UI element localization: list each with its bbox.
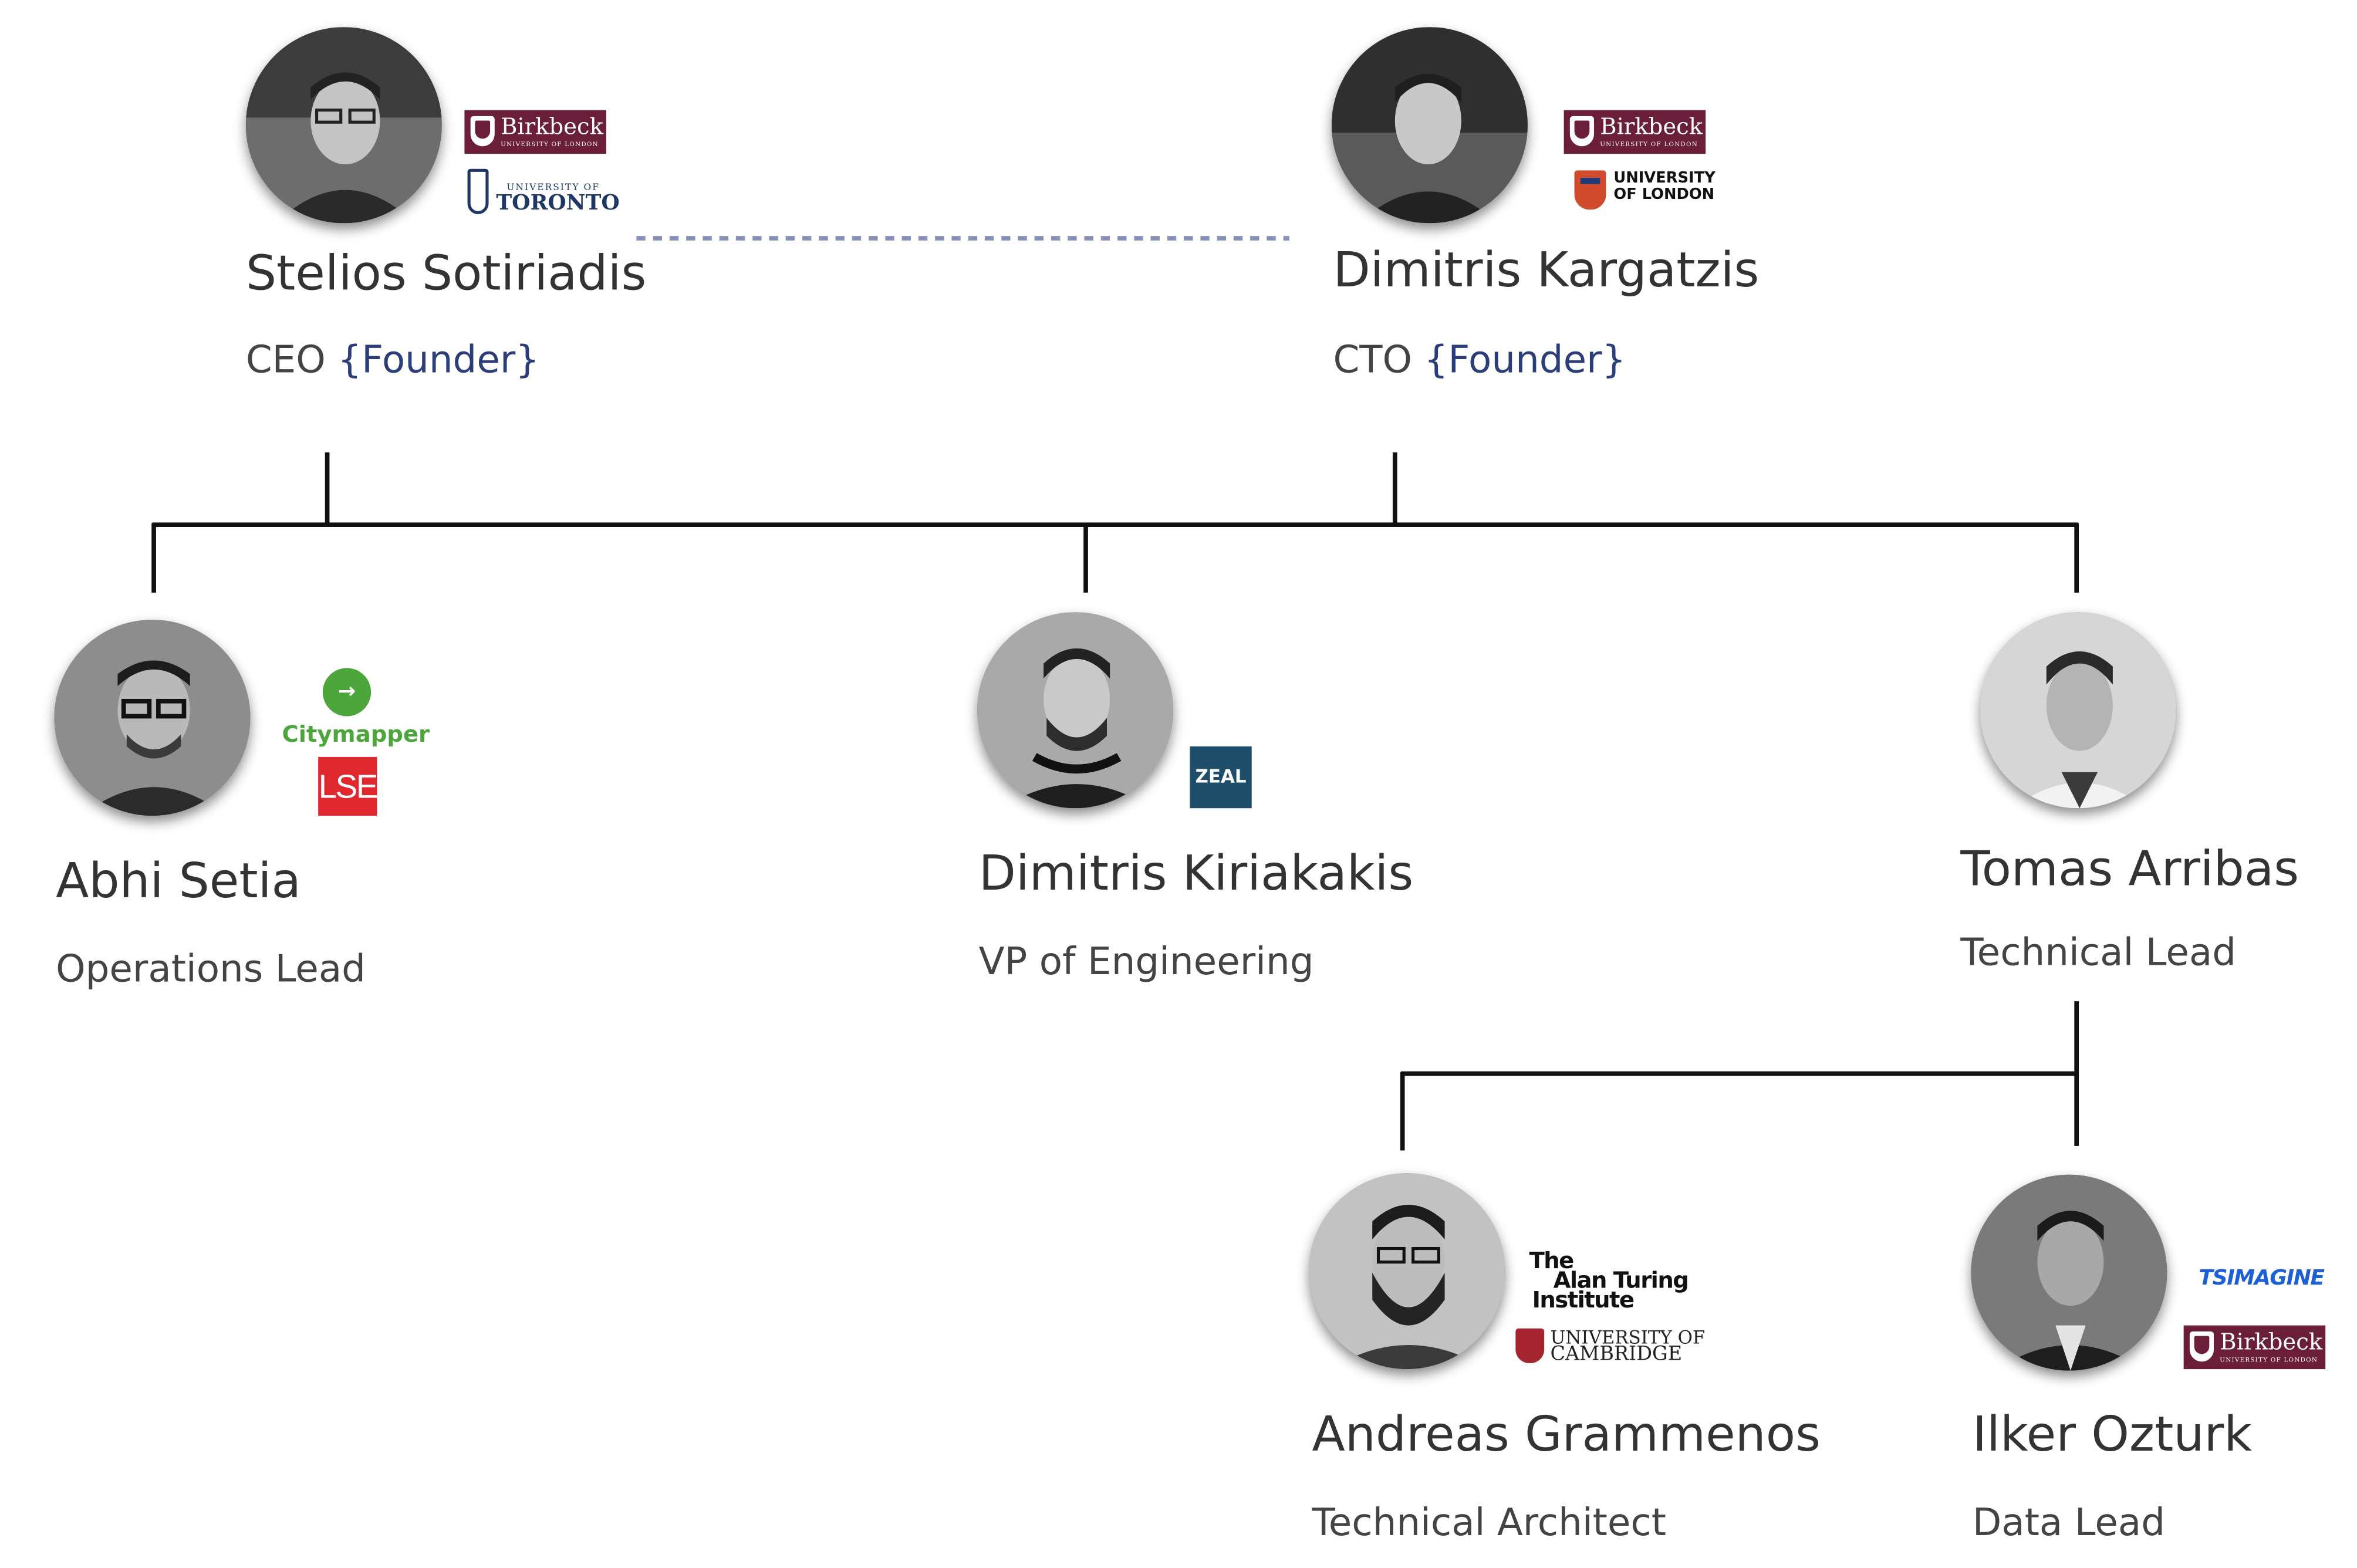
ilker-ozturk-role: Data Lead xyxy=(1972,1500,2166,1545)
tomas-arribas-role: Technical Lead xyxy=(1960,930,2237,974)
dimitris-kargatzis-title: CTO xyxy=(1333,337,1413,382)
andreas-grammenos-role: Technical Architect xyxy=(1312,1500,1666,1545)
dimitris-kiriakakis-role: VP of Engineering xyxy=(978,939,1314,984)
dimitris-kargatzis-avatar xyxy=(1331,27,1528,224)
tomas-arribas-avatar xyxy=(1980,612,2176,809)
dimitris-kargatzis-name: Dimitris Kargatzis xyxy=(1333,241,1760,299)
alan-turing-institute-logo: The Alan Turing Institute xyxy=(1529,1246,1689,1314)
tomas-arribas-name: Tomas Arribas xyxy=(1960,840,2299,897)
andreas-grammenos-avatar xyxy=(1309,1173,1505,1370)
stelios-role: CEO {Founder} xyxy=(246,338,539,382)
stelios-avatar xyxy=(245,27,442,224)
abhi-setia-name: Abhi Setia xyxy=(56,851,301,910)
dimitris-kargatzis-founder-tag: {Founder} xyxy=(1424,337,1626,382)
tsimagine-logo: TSIMAGINE xyxy=(2199,1266,2325,1291)
turing-line2: Alan Turing xyxy=(1553,1266,1689,1294)
andreas-grammenos-name: Andreas Grammenos xyxy=(1312,1405,1821,1463)
dimitris-kargatzis-role: CTO {Founder} xyxy=(1333,338,1626,382)
abhi-setia-avatar xyxy=(54,620,251,816)
stelios-founder-tag: {Founder} xyxy=(337,337,540,382)
dimitris-kiriakakis-name: Dimitris Kiriakakis xyxy=(978,844,1414,902)
zeal-logo: ZEAL xyxy=(1190,746,1252,809)
citymapper-logo: Citymapper xyxy=(282,721,430,748)
ilker-ozturk-avatar xyxy=(1971,1174,2167,1371)
dimitris-kiriakakis-avatar xyxy=(977,612,1174,809)
turing-line3: Institute xyxy=(1532,1286,1635,1314)
stelios-name: Stelios Sotiriadis xyxy=(245,244,647,302)
citymapper-icon: → xyxy=(322,668,372,717)
ilker-ozturk-name: Ilker Ozturk xyxy=(1972,1405,2252,1463)
abhi-setia-role: Operations Lead xyxy=(56,947,366,991)
stelios-title: CEO xyxy=(245,337,326,382)
lse-logo: LSE xyxy=(318,756,378,816)
turing-line1: The xyxy=(1529,1246,1574,1275)
